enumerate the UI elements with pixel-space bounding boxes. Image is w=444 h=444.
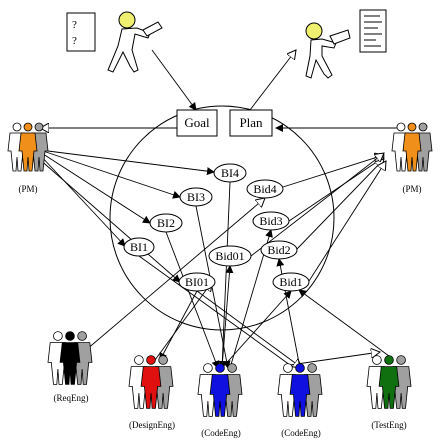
- edge-bi4-to-codeeng: [218, 181, 231, 369]
- node-bi2-label: BI2: [157, 216, 175, 230]
- node-bid1: Bid1: [272, 272, 310, 292]
- edge-pm-to-bi1: [39, 154, 126, 247]
- role-label-pm-left: (PM): [18, 184, 37, 194]
- node-bid1-label: Bid1: [279, 275, 302, 289]
- agent-groups: [7, 122, 433, 417]
- environment-circle: [109, 105, 335, 331]
- edge-testeng-to-bid1: [298, 289, 390, 357]
- plan-label: Plan: [239, 115, 263, 130]
- role-label-test-eng: (TestEng): [371, 420, 406, 430]
- code-eng-group-2: [277, 363, 323, 417]
- node-bi4-label: BI4: [221, 166, 239, 180]
- edge-bid2-to-pm: [296, 159, 384, 250]
- pm-left-group: [7, 122, 49, 172]
- node-bi3: BI3: [179, 187, 213, 207]
- node-bid3-label: Bid3: [259, 214, 282, 228]
- node-bi3-label: BI3: [187, 190, 205, 204]
- edge-bid4-to-pm: [282, 155, 384, 188]
- edge-pm-to-bi01: [37, 157, 181, 283]
- node-bid01: Bid01: [208, 245, 252, 267]
- node-bi1: BI1: [123, 237, 155, 257]
- node-bid4-label: Bid4: [253, 182, 276, 196]
- node-bid01-label: Bid01: [215, 249, 244, 263]
- node-bid2-label: Bid2: [267, 243, 290, 257]
- node-bi4: BI4: [213, 163, 247, 183]
- edge-plan-out: [249, 50, 296, 111]
- goal-doc-line-1: ?: [72, 19, 77, 31]
- node-bid2: Bid2: [260, 240, 298, 260]
- edge-bid01-to-pm: [250, 153, 384, 257]
- node-bid4: Bid4: [246, 179, 284, 199]
- role-label-req-eng: (ReqEng): [54, 393, 89, 403]
- edge-bid1-to-pm: [308, 161, 386, 282]
- req-eng-group: [47, 331, 93, 385]
- edge-submit-goal: [151, 49, 197, 111]
- role-label-design-eng: (DesignEng): [129, 420, 175, 430]
- goal-doc-line-2: ?: [72, 35, 77, 47]
- role-label-code-eng-2: (CodeEng): [281, 428, 321, 438]
- code-eng-group-1: [197, 363, 243, 417]
- edge-bi01-to-designeng: [159, 290, 198, 361]
- plan-box: Plan: [229, 109, 273, 137]
- node-bi2: BI2: [149, 213, 183, 233]
- goal-label: Goal: [184, 115, 210, 130]
- edge-pm-to-bi3: [39, 149, 181, 199]
- edge-codeeng-to-bid01: [221, 265, 234, 369]
- pm-right-group: [391, 122, 433, 172]
- edges: [37, 49, 402, 369]
- edge-designeng-to-bi01: [154, 282, 212, 361]
- edge-bi01-to-codeeng2: [196, 290, 302, 368]
- bid-nodes: BI1 BI2 BI3 BI4 BI01 Bid4 Bid3 Bid2: [123, 163, 310, 292]
- edge-pm-to-bi2: [39, 151, 151, 224]
- plan-presenter-person: [305, 22, 351, 79]
- role-label-code-eng-1: (CodeEng): [201, 428, 241, 438]
- plan-document: [359, 9, 387, 53]
- goal-document: ? ?: [66, 12, 96, 52]
- node-bi01: BI01: [178, 272, 216, 292]
- test-eng-group: [366, 355, 412, 409]
- edge-reqeng-to-bid4: [85, 198, 265, 351]
- goal-submitter-person: [107, 11, 163, 73]
- goal-box: Goal: [176, 109, 218, 137]
- design-eng-group: [128, 355, 174, 409]
- node-bi1-label: BI1: [130, 240, 148, 254]
- edge-codeeng-to-bid1: [221, 290, 292, 369]
- edge-pm-to-bi4: [39, 149, 215, 176]
- edge-bi1-to-testeng: [138, 255, 380, 366]
- node-bid3: Bid3: [252, 211, 290, 231]
- node-bi01-label: BI01: [185, 275, 209, 289]
- role-label-pm-right: (PM): [402, 184, 421, 194]
- edge-bid3-to-pm: [288, 157, 384, 222]
